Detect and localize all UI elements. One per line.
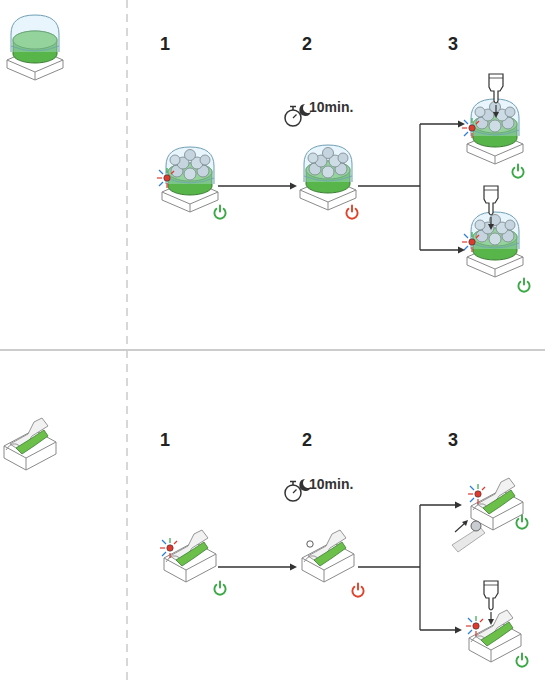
press-hand — [484, 186, 498, 230]
jar-device — [462, 212, 523, 277]
status-led — [157, 168, 174, 188]
rolling-ball — [452, 520, 485, 552]
ramp-device — [302, 530, 354, 582]
step-number: 3 — [448, 34, 458, 55]
dashed-divider — [127, 0, 128, 682]
press-hand — [484, 581, 498, 625]
flow-arrow — [218, 505, 456, 630]
power-icon-on — [516, 654, 527, 667]
flow-arrow — [218, 124, 459, 250]
step-number: 3 — [448, 430, 458, 451]
power-icon-on — [214, 206, 225, 219]
step-number: 2 — [302, 34, 312, 55]
timer-label: 10min. — [309, 99, 353, 115]
ramp-icon — [4, 418, 56, 470]
power-icon-on — [516, 516, 527, 529]
step-number: 2 — [302, 430, 312, 451]
status-led-off — [307, 541, 313, 547]
press-hand — [489, 74, 503, 118]
ramp-device — [471, 478, 523, 530]
ramp-device — [469, 610, 521, 662]
power-icon-off — [352, 584, 363, 597]
status-led — [466, 616, 483, 636]
power-icon-on — [214, 582, 225, 595]
timer-icon — [285, 104, 311, 126]
jar-device — [157, 147, 218, 212]
power-icon-off — [346, 206, 357, 219]
status-led — [160, 538, 177, 558]
status-led — [468, 484, 485, 504]
jar-icon — [7, 15, 63, 80]
jar-device — [300, 145, 356, 210]
timer-label: 10min. — [309, 476, 353, 492]
ramp-device — [164, 530, 216, 582]
arrow-head — [290, 121, 465, 254]
status-led — [462, 232, 479, 252]
status-led — [462, 118, 479, 138]
power-icon-on — [512, 165, 523, 178]
step-number: 1 — [160, 34, 170, 55]
jar-device — [462, 99, 523, 164]
arrow-head — [290, 502, 462, 634]
step-number: 1 — [160, 430, 170, 451]
power-icon-on — [518, 279, 529, 292]
timer-icon — [285, 479, 311, 501]
section-divider — [0, 349, 545, 351]
